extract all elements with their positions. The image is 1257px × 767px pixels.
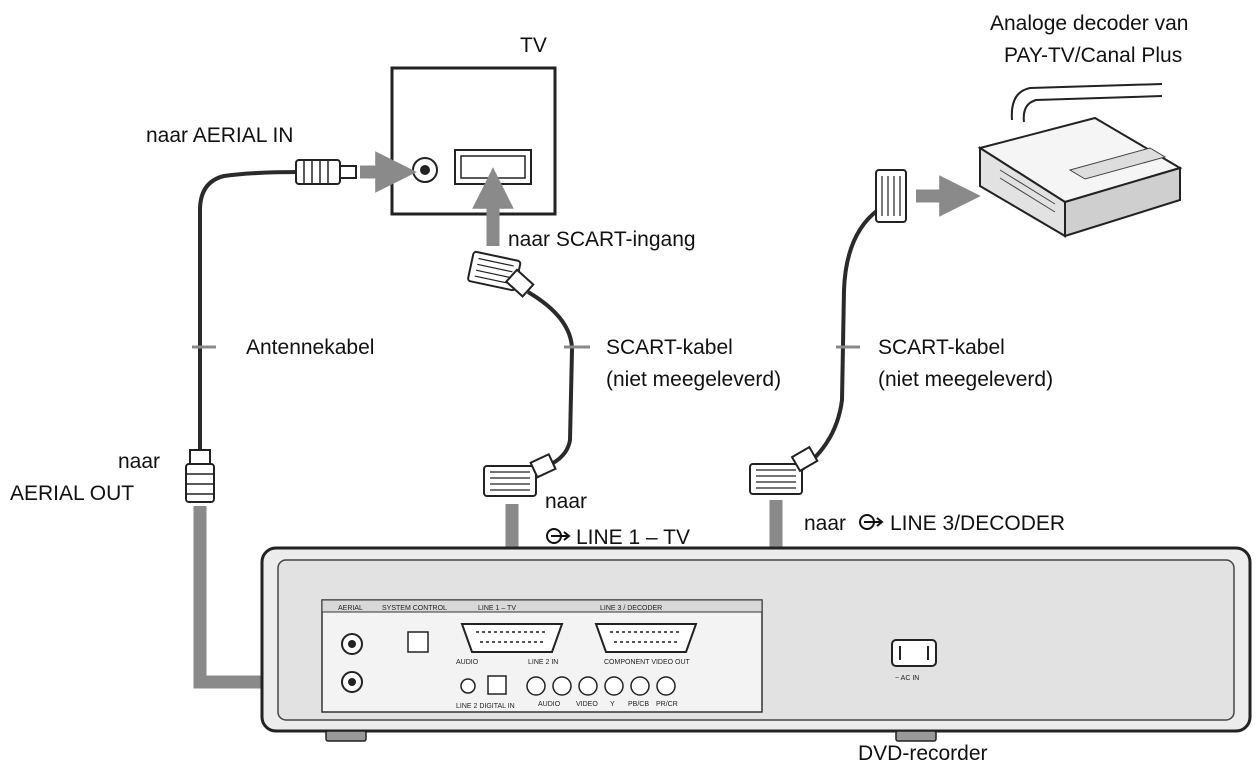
decoder-label-line2: PAY-TV/Canal Plus bbox=[1004, 44, 1182, 67]
cables bbox=[198, 170, 880, 478]
scart-cable-1-label-line1: SCART-kabel bbox=[606, 336, 733, 359]
line3-label-text: LINE 3/DECODER bbox=[890, 512, 1065, 535]
panel-system-control-label: SYSTEM CONTROL bbox=[382, 605, 447, 612]
panel-video-label: VIDEO bbox=[576, 701, 598, 708]
scart-plug-line3 bbox=[749, 445, 819, 495]
panel-line2-digital-label: LINE 2 DIGITAL IN bbox=[456, 703, 515, 710]
line1-label-line1: naar bbox=[545, 490, 587, 513]
line-in-out-icon bbox=[859, 514, 884, 530]
line3-scart-socket bbox=[594, 623, 698, 653]
dvd-recorder-label: DVD-recorder bbox=[858, 742, 988, 765]
dvd-recorder-device: AERIAL SYSTEM CONTROL LINE 1 – TV LINE 3… bbox=[260, 546, 1252, 742]
antenna-cable-line bbox=[198, 170, 303, 452]
line1-label-line2: LINE 1 – TV bbox=[576, 526, 690, 549]
panel-y-label: Y bbox=[610, 701, 615, 708]
panel-line2-label: LINE 2 IN bbox=[528, 659, 558, 666]
scart-in-label: naar SCART-ingang bbox=[508, 228, 696, 251]
antenna-cable-label: Antennekabel bbox=[246, 336, 374, 359]
line3-label-prefix: naar bbox=[804, 512, 846, 535]
decoder-device bbox=[977, 83, 1183, 238]
aerial-out-label-line1: naar bbox=[118, 450, 160, 473]
line-in-out-icon bbox=[546, 528, 571, 544]
scart-plug-line1 bbox=[483, 452, 557, 497]
panel-pr-label: PR/CR bbox=[656, 701, 678, 708]
panel-line1-label: LINE 1 – TV bbox=[478, 605, 516, 612]
scart-plug-decoder bbox=[875, 169, 907, 223]
scart-cable-1-line bbox=[519, 290, 575, 476]
panel-audio-label: AUDIO bbox=[538, 701, 561, 708]
aerial-in-label: naar AERIAL IN bbox=[146, 124, 293, 147]
panel-line3-label: LINE 3 / DECODER bbox=[600, 605, 662, 612]
aerial-plug-tv bbox=[295, 159, 357, 185]
panel-ac-in-label: ~ AC IN bbox=[895, 675, 919, 682]
scart-cable-1-label-line2: (niet meegeleverd) bbox=[606, 368, 781, 391]
scart-cable-2-label-line2: (niet meegeleverd) bbox=[878, 368, 1053, 391]
panel-aerial-label: AERIAL bbox=[338, 605, 363, 612]
decoder-label-line1: Analoge decoder van bbox=[990, 12, 1189, 35]
panel-pb-label: PB/CB bbox=[628, 701, 649, 708]
aerial-out-label-line2: AERIAL OUT bbox=[10, 482, 134, 505]
rear-panel bbox=[321, 599, 763, 713]
panel-audio-small: AUDIO bbox=[456, 659, 479, 666]
aerial-plug-recorder bbox=[185, 449, 215, 503]
tv-device bbox=[390, 66, 557, 216]
scart-cable-2-line bbox=[790, 208, 880, 478]
line1-scart-socket bbox=[460, 623, 564, 653]
panel-component-label: COMPONENT VIDEO OUT bbox=[604, 659, 691, 666]
scart-plug-tv bbox=[467, 250, 535, 298]
scart-cable-2-label-line1: SCART-kabel bbox=[878, 336, 1005, 359]
tv-label: TV bbox=[520, 34, 547, 57]
ac-in-socket bbox=[891, 639, 937, 667]
